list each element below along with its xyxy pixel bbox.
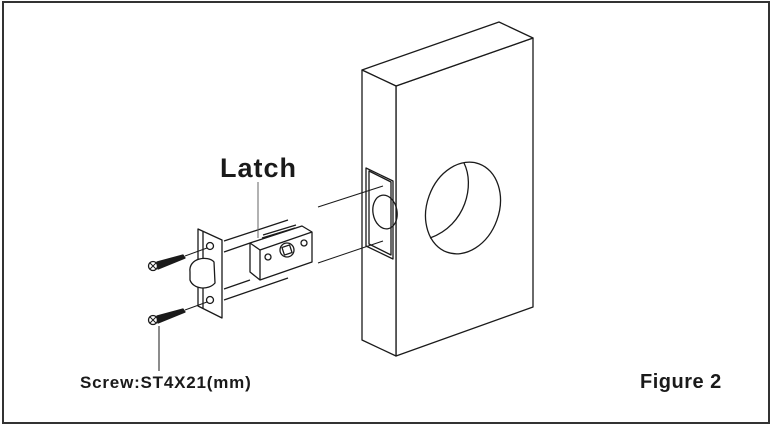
latch-label: Latch	[220, 153, 298, 183]
alignment-lines	[317, 185, 384, 264]
screw-bottom	[147, 301, 208, 371]
screw-top	[147, 247, 208, 272]
screw-spec-label: Screw:ST4X21(mm)	[80, 373, 252, 392]
door-block	[361, 21, 534, 357]
figure-caption: Figure 2	[640, 371, 722, 393]
latch-assembly	[189, 182, 313, 319]
